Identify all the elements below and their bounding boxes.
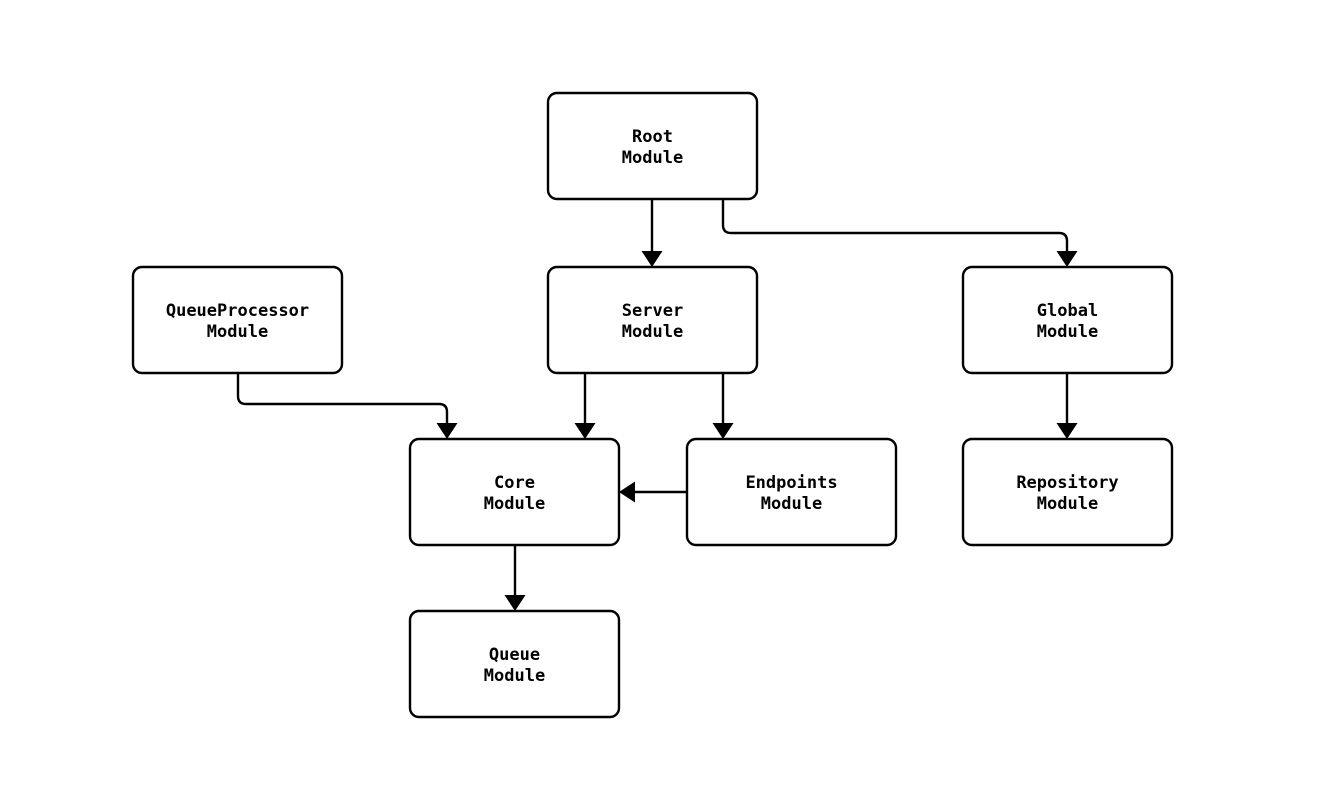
node-global-module-label-line-2: Module: [1037, 322, 1098, 342]
node-endpoints-module-label-line-1: Endpoints: [745, 473, 837, 493]
node-repository-module-label-line-1: Repository: [1016, 473, 1118, 493]
node-endpoints-module-label-line-2: Module: [761, 494, 822, 514]
node-endpoints-module-box: [685, 437, 898, 547]
node-global-module-box: [961, 265, 1174, 375]
edge-global-to-repository-arrowhead-icon: [1056, 423, 1078, 439]
node-server-module-label-line-1: Server: [622, 301, 683, 321]
edge-core-to-queue-arrowhead-icon: [504, 595, 526, 611]
edge-queueprocessor-to-core: [236, 373, 458, 439]
edge-server-to-core: [574, 373, 596, 439]
edge-root-to-global-arrowhead-icon: [1056, 251, 1078, 267]
edge-queueprocessor-to-core-arrowhead-icon: [436, 423, 458, 439]
node-queueprocessor-module-label-line-2: Module: [207, 322, 268, 342]
edge-queueprocessor-to-core-line: [236, 373, 449, 427]
node-queue-module-label-line-1: Queue: [489, 645, 540, 665]
node-server-module-box: [546, 265, 759, 375]
node-queue-module-label-line-2: Module: [484, 666, 545, 686]
edge-root-to-global: [721, 199, 1078, 267]
edge-endpoints-to-core-arrowhead-icon: [619, 481, 635, 503]
edge-core-to-queue: [504, 545, 526, 611]
edge-server-to-core-arrowhead-icon: [574, 423, 596, 439]
node-queue-module-box: [408, 609, 621, 719]
edge-server-to-endpoints-arrowhead-icon: [712, 423, 734, 439]
node-repository-module-box: [961, 437, 1174, 547]
node-core-module-label-line-2: Module: [484, 494, 545, 514]
edge-root-to-server-arrowhead-icon: [641, 251, 663, 267]
edge-global-to-repository: [1056, 373, 1078, 439]
edge-server-to-endpoints: [712, 373, 734, 439]
node-queueprocessor-module-box: [131, 265, 344, 375]
node-root-module-label-line-1: Root: [632, 127, 673, 147]
node-core-module-box: [408, 437, 621, 547]
node-root-module-box: [546, 91, 759, 201]
node-repository-module-label-line-2: Module: [1037, 494, 1098, 514]
node-queueprocessor-module-label-line-1: QueueProcessor: [166, 301, 309, 321]
node-global-module-label-line-1: Global: [1037, 301, 1098, 321]
edge-root-to-server: [641, 199, 663, 267]
edge-root-to-global-line: [721, 199, 1069, 255]
node-root-module-label-line-2: Module: [622, 148, 683, 168]
edge-endpoints-to-core: [619, 481, 687, 503]
node-server-module-label-line-2: Module: [622, 322, 683, 342]
node-core-module-label-line-1: Core: [494, 473, 535, 493]
